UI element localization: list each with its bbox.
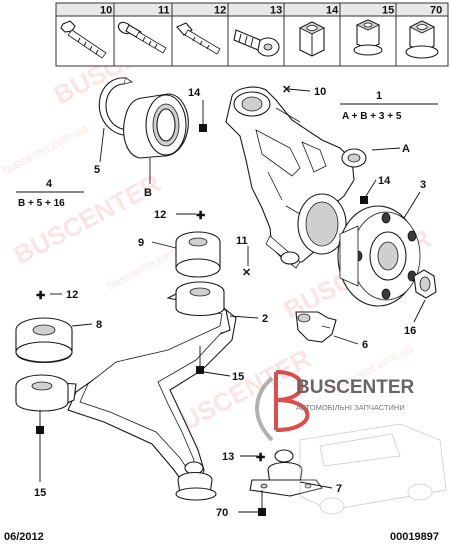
legend-label-14: 14 <box>326 5 339 17</box>
watermark-site-1: buscenter.com.ua <box>0 121 90 178</box>
footer-code: 00019897 <box>390 531 439 543</box>
hex-bolt-icon <box>60 20 107 59</box>
plus-marker: ✚ <box>256 452 265 464</box>
callout-2: 2 <box>262 313 268 325</box>
logo-mark-b <box>274 370 310 432</box>
legend-label-11: 11 <box>158 5 170 17</box>
square-marker <box>36 426 44 434</box>
plus-marker: ✚ <box>36 290 45 302</box>
ball-joint-7 <box>249 449 323 497</box>
callout-16: 16 <box>404 325 416 337</box>
arm-bush-front <box>15 374 69 412</box>
steering-knuckle <box>225 86 367 269</box>
callout-9: 9 <box>138 237 144 249</box>
callout-13: 13 <box>222 451 234 463</box>
flanged-nut-icon <box>353 19 383 56</box>
callout-12a: 12 <box>154 209 166 221</box>
bolt-icon <box>176 22 221 55</box>
buscenter-logo: BUSCENTER АВТОМОБІЛЬНІ ЗАПЧАСТИНИ <box>255 370 447 515</box>
legend-label-70: 70 <box>430 5 442 17</box>
callout-11: 11 <box>236 235 248 247</box>
logo-subtitle: АВТОМОБІЛЬНІ ЗАПЧАСТИНИ <box>296 403 405 412</box>
sensor-bracket <box>295 311 337 343</box>
callout-10: 10 <box>314 86 326 98</box>
cross-marker: ✕ <box>242 267 251 279</box>
callout-4: 4 <box>46 178 53 190</box>
legend-label-12: 12 <box>214 5 226 17</box>
wheel-hub <box>337 205 421 307</box>
callout-8: 8 <box>96 319 102 331</box>
callout-5: 5 <box>94 164 100 176</box>
van-watermark <box>299 423 447 515</box>
kit-note-4: 4 B + 5 + 16 <box>16 178 84 209</box>
kit-formula-1: A + B + 3 + 5 <box>342 111 402 122</box>
arm-bush-rear <box>175 281 225 316</box>
callout-leaders: ✕ ✚ ✕ ✚ <box>36 84 426 516</box>
bush-9 <box>175 231 221 278</box>
square-marker <box>258 508 266 516</box>
kit-formula-4: B + 5 + 16 <box>18 198 65 209</box>
hub-nut <box>413 269 437 299</box>
callout-15b: 15 <box>34 487 46 499</box>
footer: 06/2012 00019897 <box>4 531 439 543</box>
callout-6: 6 <box>362 339 368 351</box>
legend-label-10: 10 <box>100 5 112 17</box>
cross-marker: ✕ <box>282 84 291 96</box>
callout-1: 1 <box>376 90 382 102</box>
callout-14b: 14 <box>378 175 391 187</box>
callout-70: 70 <box>216 507 228 519</box>
square-marker <box>199 124 207 132</box>
parts-legend-table: 10 11 12 13 14 15 70 <box>55 2 449 67</box>
bush-8 <box>15 317 73 364</box>
callout-7: 7 <box>336 483 342 495</box>
legend-label-15: 15 <box>382 5 394 17</box>
logo-text: BUSCENTER <box>296 377 415 398</box>
callout-B: B <box>144 187 152 199</box>
square-marker <box>196 366 204 374</box>
serrated-nut-icon <box>405 20 439 59</box>
logo-mark-c <box>255 376 274 442</box>
ball-joint-arm <box>175 461 217 501</box>
square-marker <box>360 196 368 204</box>
hex-nut-icon <box>299 21 325 57</box>
callout-14a: 14 <box>188 87 201 99</box>
watermark-brand-2: BUSCENTER <box>9 168 166 271</box>
rivet-clip-icon <box>233 29 280 57</box>
flange-bolt-icon <box>117 21 167 54</box>
wheel-bearing <box>123 93 189 159</box>
callout-labels: 14 10 5 B A 14 3 12 9 11 12 8 2 6 16 15 … <box>34 86 426 519</box>
kit-note-1: 1 A + B + 3 + 5 <box>340 90 438 122</box>
footer-date: 06/2012 <box>4 531 44 543</box>
plus-marker: ✚ <box>196 210 205 222</box>
callout-A: A <box>402 143 410 155</box>
callout-3: 3 <box>420 179 426 191</box>
callout-15a: 15 <box>232 371 244 383</box>
callout-12b: 12 <box>66 289 78 301</box>
legend-label-13: 13 <box>270 5 282 17</box>
